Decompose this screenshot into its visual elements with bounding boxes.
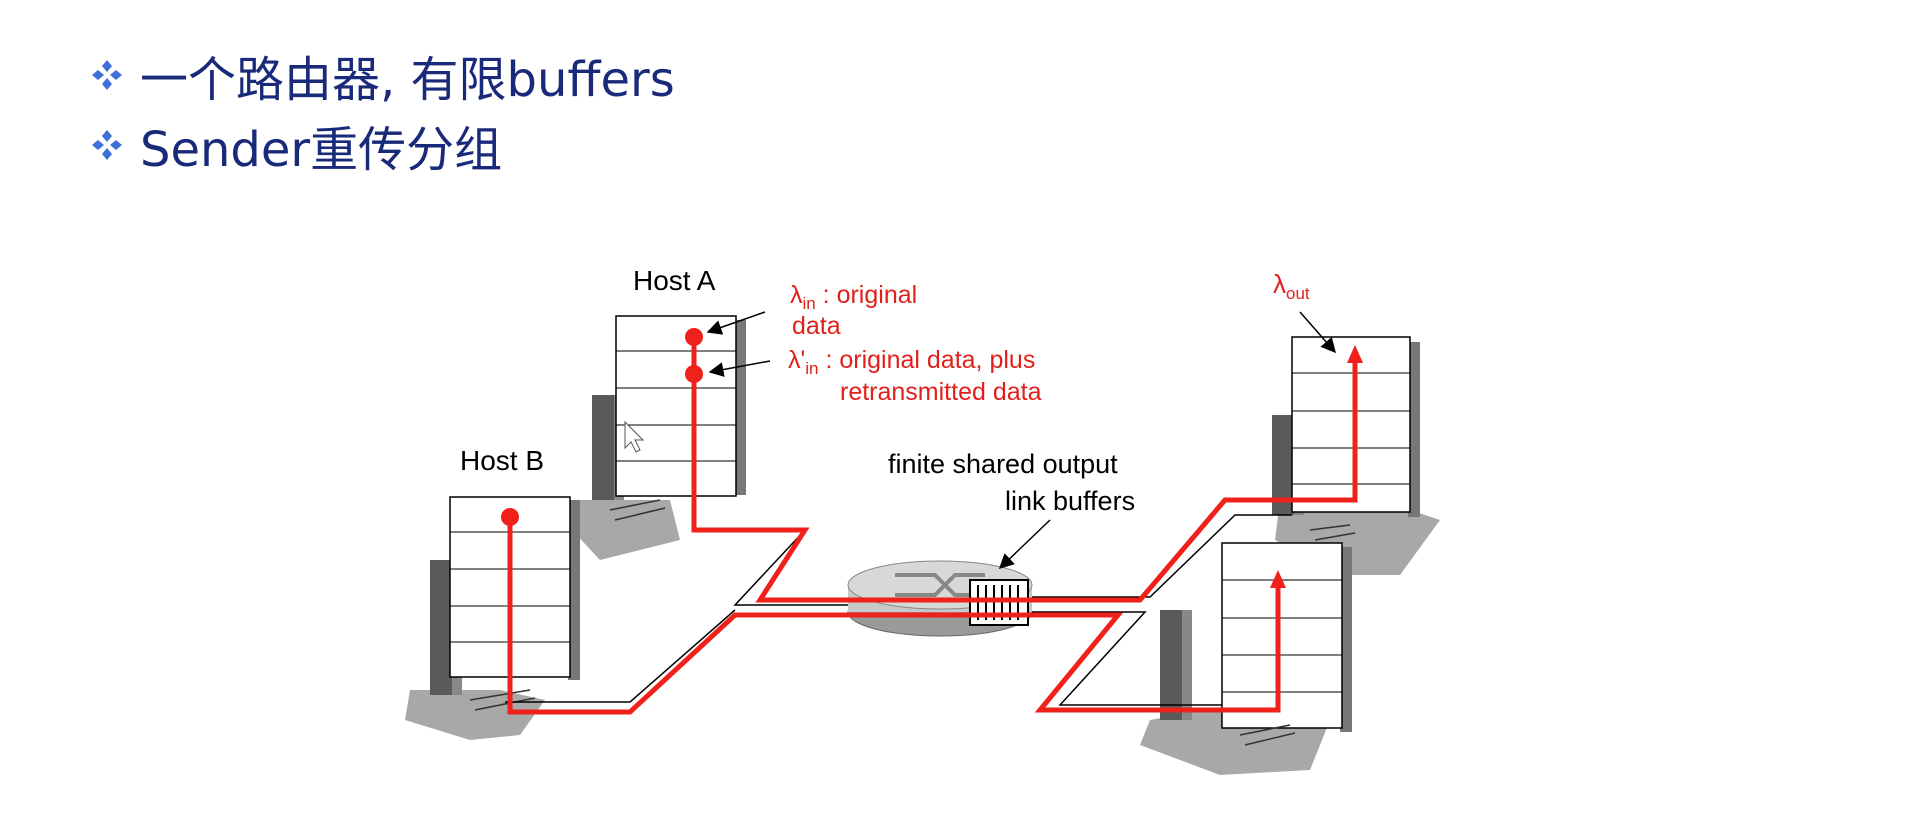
packet-flows bbox=[507, 338, 1358, 715]
host-b-dot bbox=[501, 508, 519, 526]
host-d bbox=[1140, 542, 1352, 775]
lambda-out-pointer bbox=[1299, 311, 1336, 354]
host-b bbox=[405, 496, 580, 740]
lambda-in-desc: data bbox=[792, 312, 841, 340]
bullet-text: 一个路由器, 有限buffers bbox=[140, 52, 675, 108]
host-a bbox=[572, 315, 746, 560]
lambda-in-label: λin : original bbox=[790, 281, 917, 313]
lambda-in-pointer bbox=[706, 311, 766, 335]
bullet-item: 一个路由器, 有限buffers bbox=[90, 40, 675, 110]
diamond-bullet-icon bbox=[92, 60, 122, 90]
lambda-in-prime-label: λ'in : original data, plus bbox=[788, 346, 1035, 378]
buffer-pointer bbox=[998, 519, 1051, 570]
lambda-in-dot bbox=[685, 328, 703, 346]
bullet-list: 一个路由器, 有限buffers Sender重传分组 bbox=[90, 40, 675, 180]
lambda-out-label: λout bbox=[1273, 269, 1310, 303]
host-c bbox=[1272, 336, 1440, 575]
bullet-item: Sender重传分组 bbox=[90, 110, 675, 180]
diamond-bullet-icon bbox=[92, 130, 122, 160]
lambda-in-prime-desc: retransmitted data bbox=[840, 378, 1042, 406]
host-b-label: Host B bbox=[460, 445, 544, 476]
arrowhead-icon bbox=[1347, 345, 1363, 363]
host-a-label: Host A bbox=[633, 265, 716, 296]
buffer-label-line-2: link buffers bbox=[1005, 486, 1135, 516]
arrowhead-icon bbox=[1270, 570, 1286, 588]
mouse-cursor-icon bbox=[624, 420, 645, 453]
lambda-in-prime-pointer bbox=[708, 360, 771, 377]
bullet-text: Sender重传分组 bbox=[140, 122, 503, 178]
lambda-in-prime-dot bbox=[685, 365, 703, 383]
buffer-label-line-1: finite shared output bbox=[888, 449, 1118, 479]
